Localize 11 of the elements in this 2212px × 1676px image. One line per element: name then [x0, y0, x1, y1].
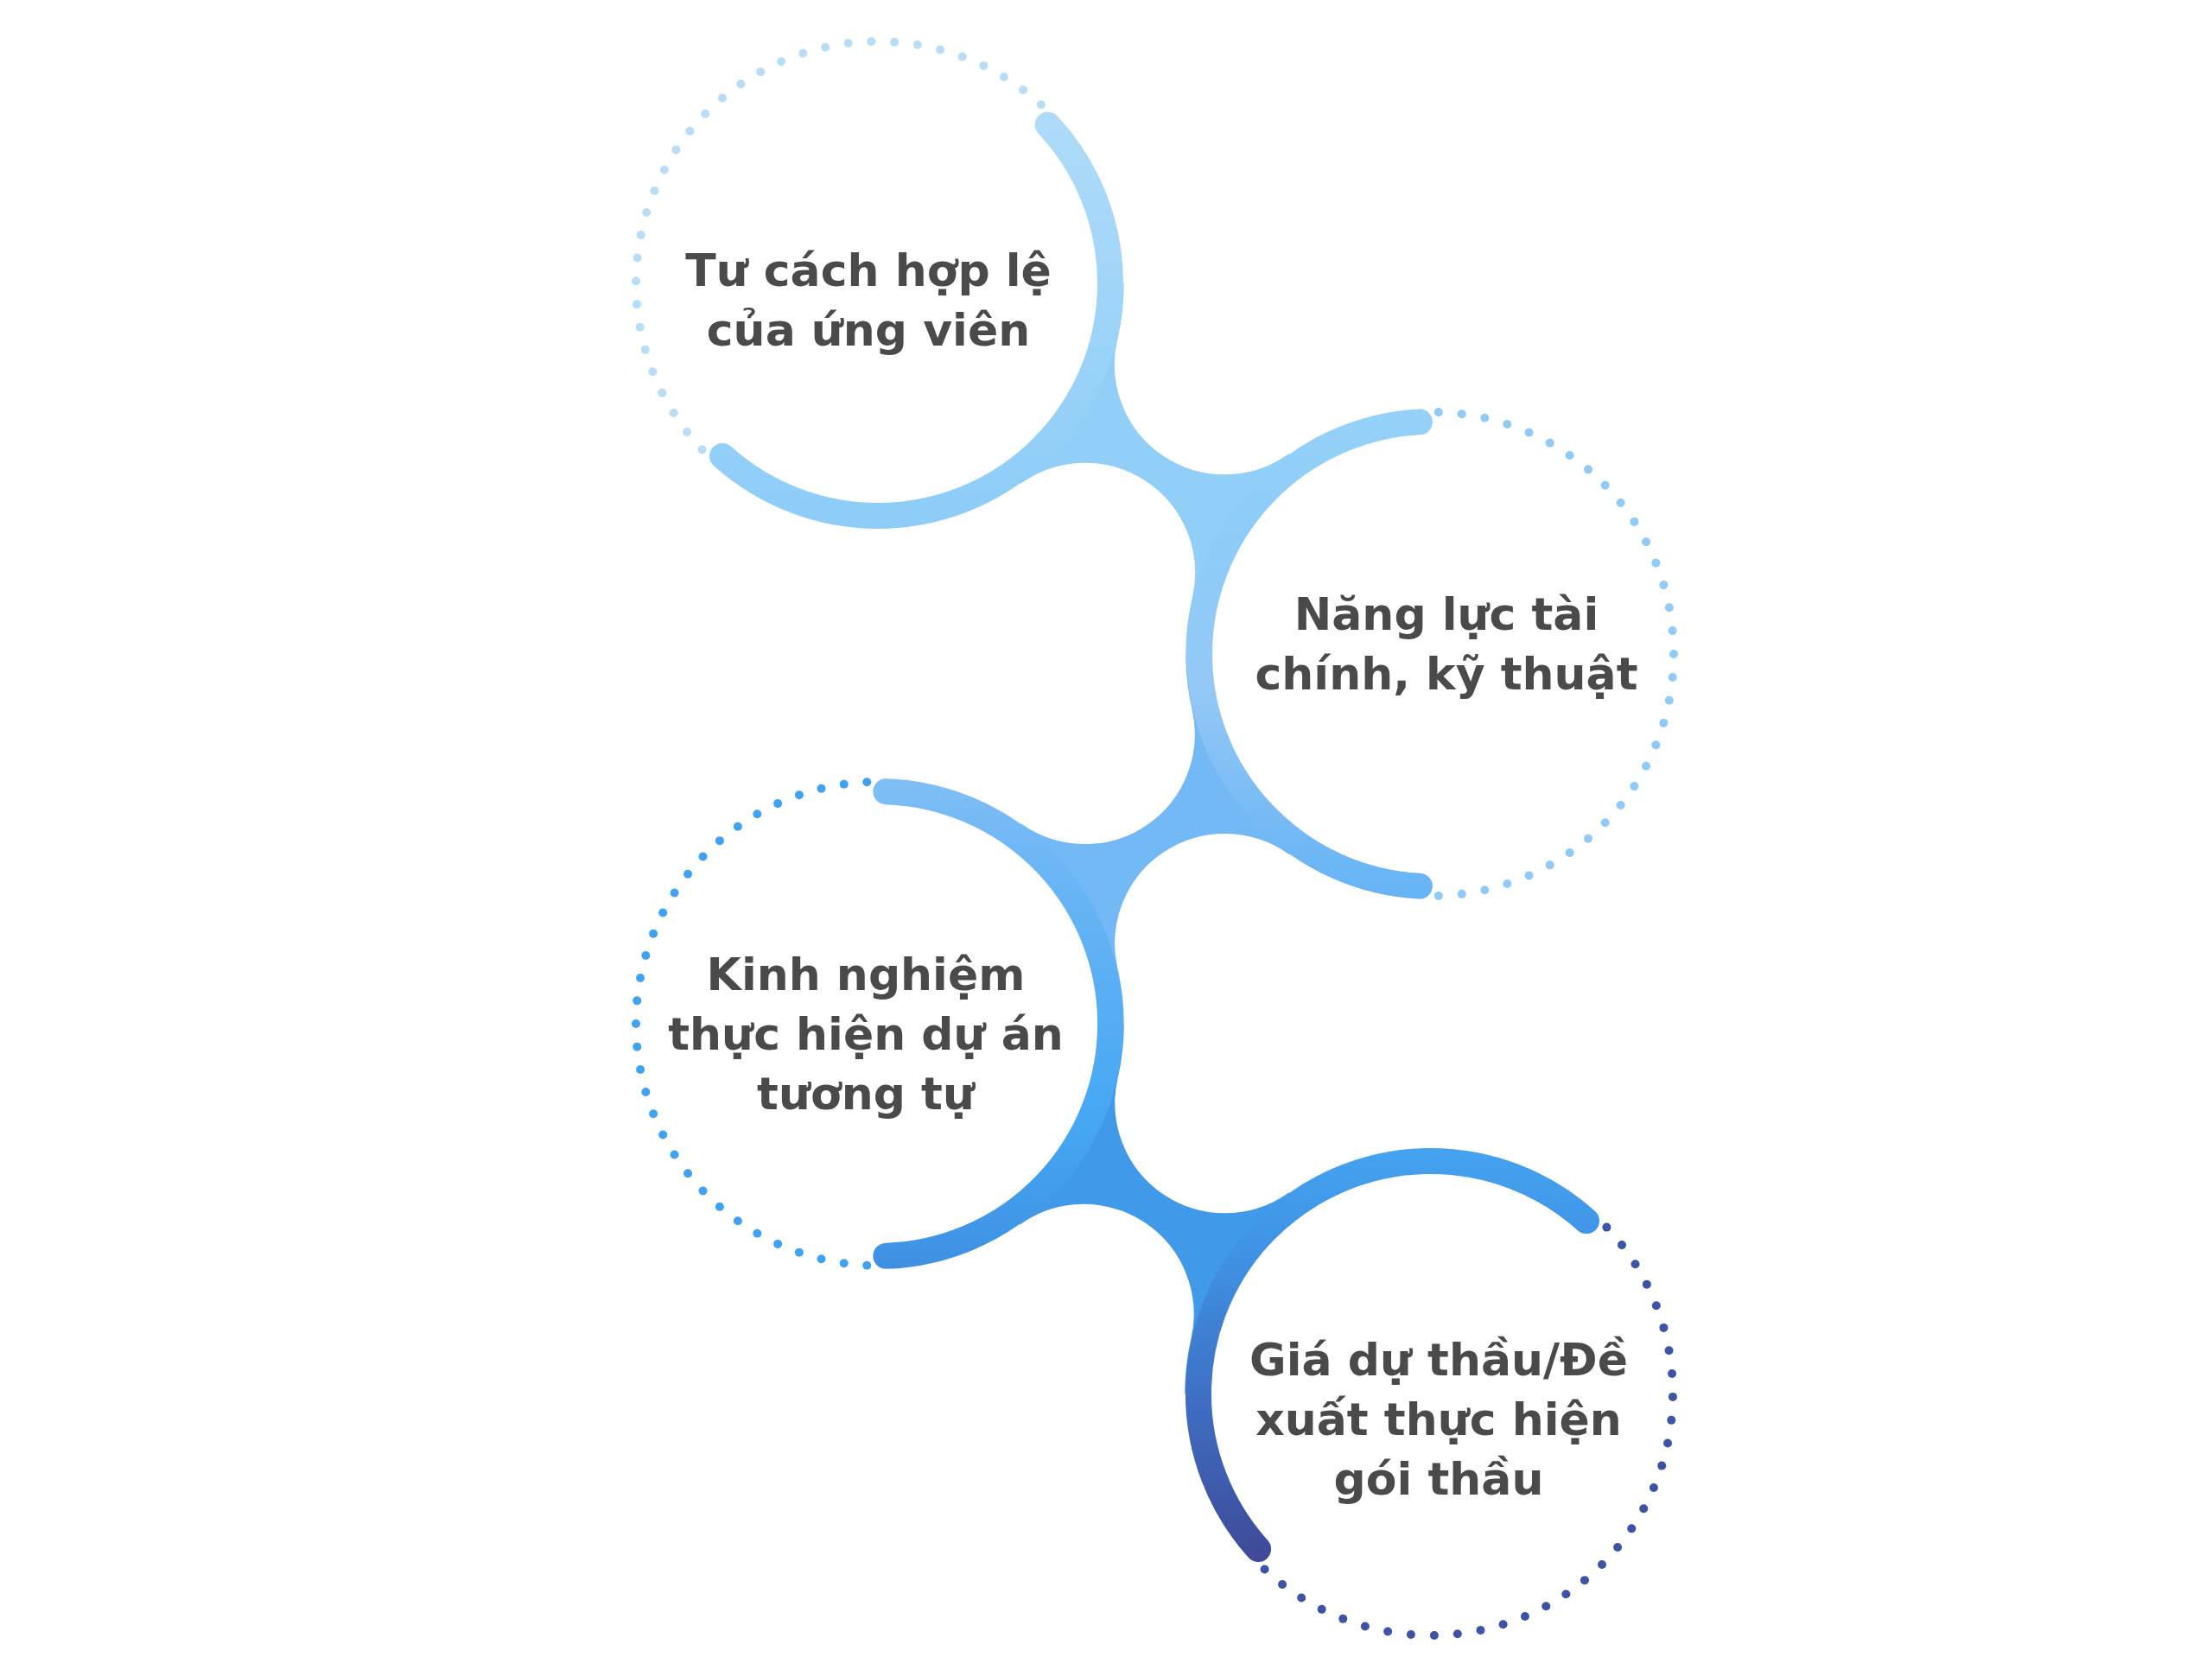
node-label: Tư cách hợp lệ của ứng viên	[684, 244, 1052, 358]
circle-node	[1185, 1147, 1677, 1640]
connector-bridge	[1020, 653, 1290, 1025]
connector-bridge	[1019, 1023, 1290, 1394]
connector-bridge	[1020, 283, 1290, 655]
node-label: Năng lực tài chính, kỹ thuật	[1254, 587, 1639, 702]
node-label: Giá dự thầu/Đề xuất thực hiện gói thầu	[1249, 1332, 1629, 1507]
node-label: Kinh nghiệm thực hiện dự án tương tự	[667, 947, 1065, 1121]
circle-node	[1185, 408, 1678, 900]
circle-node	[632, 778, 1124, 1270]
circle-node	[632, 37, 1124, 530]
